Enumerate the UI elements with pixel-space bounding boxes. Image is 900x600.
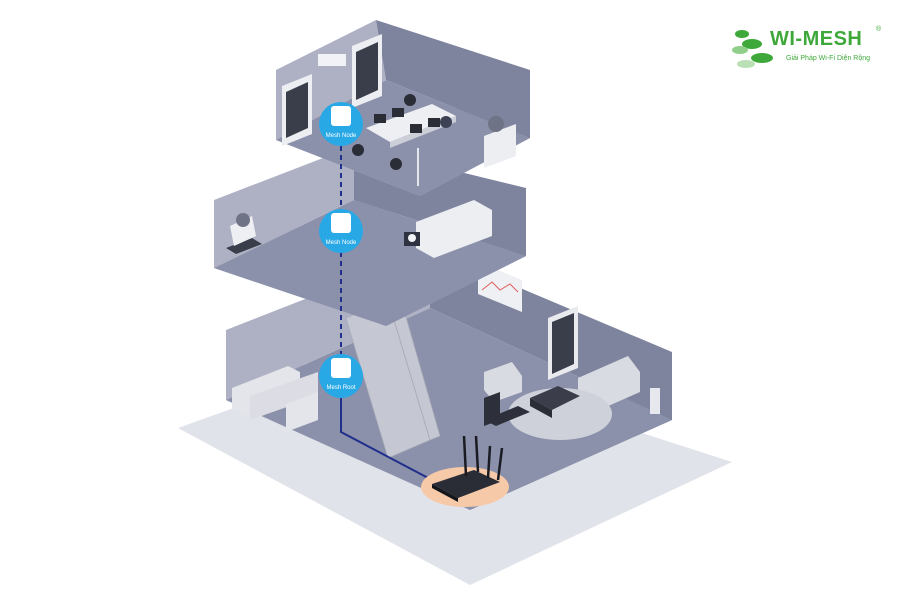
middle-floor <box>214 146 526 326</box>
mesh-node-top: Mesh Node <box>319 102 363 146</box>
mesh-node-middle: Mesh Node <box>319 209 363 253</box>
brand-tagline: Giải Pháp Wi-Fi Diện Rộng <box>786 55 871 62</box>
mesh-root: Mesh Root <box>319 354 363 398</box>
registered-mark: ® <box>876 26 882 33</box>
mesh-access-point-icon <box>331 106 351 126</box>
ethernet-cable <box>340 396 433 481</box>
router <box>421 435 509 507</box>
mesh-access-point-icon <box>331 358 351 378</box>
router-icon <box>432 470 500 498</box>
mesh-node-middle-label: Mesh Node <box>326 240 357 246</box>
backhaul-links <box>340 146 433 481</box>
brand-logo: WI-MESH ® Giải Pháp Wi-Fi Diện Rộng <box>728 26 888 74</box>
logo-icon <box>732 30 773 68</box>
mesh-node-top-label: Mesh Node <box>326 133 357 139</box>
mesh-access-point-icon <box>331 213 351 233</box>
mesh-root-label: Mesh Root <box>326 385 355 391</box>
brand-name: WI-MESH <box>770 28 863 50</box>
